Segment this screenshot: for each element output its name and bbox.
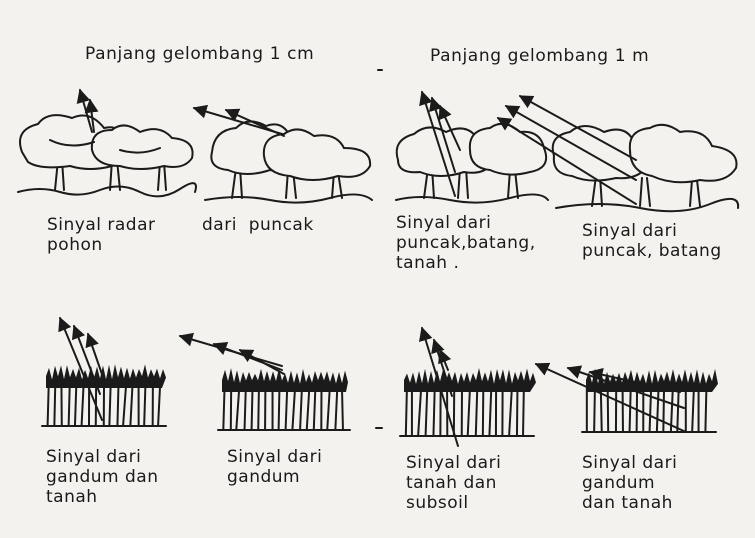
wheat-stalk [630, 386, 631, 432]
wheat-stalk [468, 386, 470, 436]
wheat-stalk [75, 382, 76, 426]
panel-trees-1cm-b [194, 108, 372, 203]
wheat-stalk [252, 386, 253, 430]
wheat-stalk [48, 382, 49, 426]
wheat-stalk [117, 382, 118, 426]
wheat-stalk [109, 382, 110, 426]
wheat-stalk [286, 386, 288, 430]
wheat-stalk [657, 386, 659, 432]
wheat-stalk [158, 382, 160, 426]
wheat-stalk [223, 386, 224, 430]
wheat-stalk [300, 386, 302, 430]
wheat-stalk [476, 386, 478, 436]
caption-wheat-1cm-a-line3: tanah [46, 488, 98, 507]
caption-wheat-1m-a-line2: tanah dan [406, 474, 497, 493]
panel-wheat-1m-a [400, 368, 536, 436]
caption-wheat-1cm-b-line2: gandum [227, 468, 300, 487]
caption-trees-1m-a-line3: tanah . [396, 254, 459, 273]
wheat-stalk [123, 382, 126, 426]
caption-wheat-1m-a-line3: subsoil [406, 494, 469, 513]
wheat-stalk [406, 386, 407, 436]
wheat-stalk [677, 386, 679, 432]
wheat-stalk [433, 386, 434, 436]
panel-trees-1m-a [396, 92, 548, 203]
caption-trees-1m-a-line1: Sinyal dari [396, 214, 491, 233]
wheat-stalk [426, 386, 428, 436]
panel-trees-1cm-a [18, 90, 196, 196]
caption-trees-1m-a-line2: puncak,batang, [396, 234, 536, 253]
wheat-stalk [307, 386, 310, 430]
caption-wheat-1m-b-line2: gandum [582, 474, 655, 493]
tree-group [20, 115, 193, 190]
wheat-stalk [292, 386, 295, 430]
caption-trees-1m-b-line1: Sinyal dari [582, 222, 677, 241]
wheat-stalk [517, 386, 518, 436]
header-1m: Panjang gelombang 1 m [430, 46, 649, 66]
panel-wheat-1cm-b [218, 368, 350, 430]
wheat-stalk [69, 382, 70, 426]
wheat-stalk [279, 386, 280, 430]
wheat-stalk [314, 386, 316, 430]
wheat-stalk [608, 386, 609, 432]
wheat-stalk [144, 382, 145, 426]
panel-wheat-1m-b [582, 368, 718, 432]
wheat-stalk [82, 382, 84, 426]
caption-trees-1cm-a-line1: Sinyal radar [47, 216, 156, 235]
caption-wheat-1m-a-line1: Sinyal dari [406, 454, 501, 473]
panel-wheat-1cm-a [42, 364, 166, 426]
caption-wheat-1m-b-line1: Sinyal dari [582, 454, 677, 473]
caption-trees-1cm-a-line2: pohon [47, 236, 103, 255]
wheat-stalk [594, 386, 595, 432]
wheat-stalk [692, 386, 694, 432]
wheat-stalk [663, 386, 664, 432]
wheat-stalk [54, 382, 55, 426]
caption-trees-1cm-b: dari puncak [202, 216, 314, 235]
caption-wheat-1cm-a-line2: gandum dan [46, 468, 159, 487]
wheat-stalk [245, 386, 246, 430]
caption-wheat-1cm-a-line1: Sinyal dari [46, 448, 141, 467]
wheat-heads [46, 364, 166, 388]
wheat-stalk [509, 386, 512, 436]
wheat-stalk [236, 386, 239, 430]
caption-trees-1m-b-line2: puncak, batang [582, 242, 722, 261]
wheat-stalk [130, 382, 132, 426]
header-1cm: Panjang gelombang 1 cm [85, 44, 314, 64]
caption-wheat-1m-b-line3: dan tanah [582, 494, 673, 513]
wheat-stalk [523, 386, 524, 436]
ground-line [18, 183, 196, 196]
wheat-stalk [650, 386, 652, 432]
wheat-stalk [705, 386, 706, 432]
wheat-stalk [258, 386, 259, 430]
caption-wheat-1cm-b-line1: Sinyal dari [227, 448, 322, 467]
wheat-stalk [327, 386, 330, 430]
wheat-stalk [335, 386, 337, 430]
wheat-stalk [489, 386, 491, 436]
wheat-stalk [342, 386, 343, 430]
wheat-stalk [418, 386, 421, 436]
